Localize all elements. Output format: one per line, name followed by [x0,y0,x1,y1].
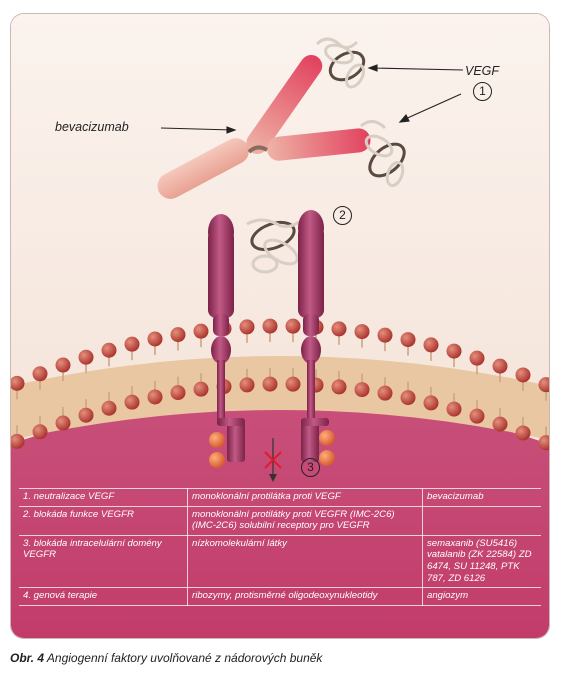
lipid-head [262,318,278,334]
vegf-molecule-receptor [246,218,300,274]
lipid-head [285,318,301,334]
caption-text: Angiogenní faktory uvolňované z nádorový… [46,651,323,665]
drug-cell: bevacizumab [422,488,541,507]
lipid-head [492,416,508,432]
lipid-head [78,407,94,423]
marker-3: 3 [301,458,320,477]
lipid-head [32,424,48,440]
agent-cell: monoklonální protilátky proti VEGFR (IMC… [187,506,423,536]
lipid-head [354,324,370,340]
lipid-head [193,323,209,339]
lipid-head [239,319,255,335]
lipid-head [78,349,94,365]
lipid-head [538,435,549,451]
lipid-head [262,376,278,392]
lipid-head [377,385,393,401]
figure-panel: VEGF bevacizumab 1 2 3 1. neutralizace V… [10,13,550,639]
lipid-head [538,377,549,393]
lipid-head [55,415,71,431]
bevacizumab-pointer-arrow [160,126,237,134]
lipid-head [446,343,462,359]
vegf-pointer-arrows [367,64,464,123]
lipid-head [55,357,71,373]
blocked-signal-arrow [264,438,282,482]
caption-label: Obr. 4 [10,651,45,665]
lipid-head [124,336,140,352]
agent-cell: nízkomolekulární látky [187,535,423,589]
vegf-receptor-left [208,214,245,462]
lipid-head [400,332,416,348]
lipid-head [147,389,163,405]
lipid-head [101,342,117,358]
marker-2: 2 [333,206,352,225]
lipid-head [331,321,347,337]
vegf-label: VEGF [465,64,500,78]
membrane-phospholipid-heads [11,318,549,451]
lipid-head [377,327,393,343]
figure-caption: Obr. 4 Angiogenní faktory uvolňované z n… [10,651,322,665]
lipid-head [469,408,485,424]
drug-cell: angiozym [422,587,541,606]
lipid-head [124,394,140,410]
lipid-head [423,337,439,353]
lipid-head [11,375,25,391]
lipid-head [285,376,301,392]
marker-1: 1 [473,82,492,101]
lipid-head [492,358,508,374]
mechanism-cell: 2. blokáda funkce VEGFR [19,506,188,536]
drug-cell [422,506,541,536]
lipid-head [469,350,485,366]
drug-cell: semaxanib (SU5416) vatalanib (ZK 22584) … [422,535,541,589]
lipid-head [170,327,186,343]
agent-cell: ribozymy, protisměrné oligodeoxynukleoti… [187,587,423,606]
mechanism-cell: 3. blokáda intracelulární domény VEGFR [19,535,188,589]
lipid-head [239,377,255,393]
lipid-head [515,425,531,441]
vegf-molecule-top [315,37,366,89]
lipid-head [331,379,347,395]
lipid-head [147,331,163,347]
lipid-head [423,395,439,411]
agent-cell: monoklonální protilátka proti VEGF [187,488,423,507]
lipid-head [400,390,416,406]
vegf-molecule-right [360,120,406,188]
lipid-head [193,381,209,397]
mechanism-cell: 1. neutralizace VEGF [19,488,188,507]
bevacizumab-antibody [157,54,371,199]
lipid-head [11,433,25,449]
lipid-head [354,382,370,398]
lipid-head [32,366,48,382]
bevacizumab-label: bevacizumab [55,120,129,134]
mechanism-cell: 4. genová terapie [19,587,188,606]
vegf-receptor-right [298,210,329,462]
lipid-head [515,367,531,383]
membrane-lipid-tails [11,356,549,440]
phosphate-groups [209,430,335,468]
lipid-head [101,400,117,416]
lipid-head [170,385,186,401]
lipid-head [446,401,462,417]
